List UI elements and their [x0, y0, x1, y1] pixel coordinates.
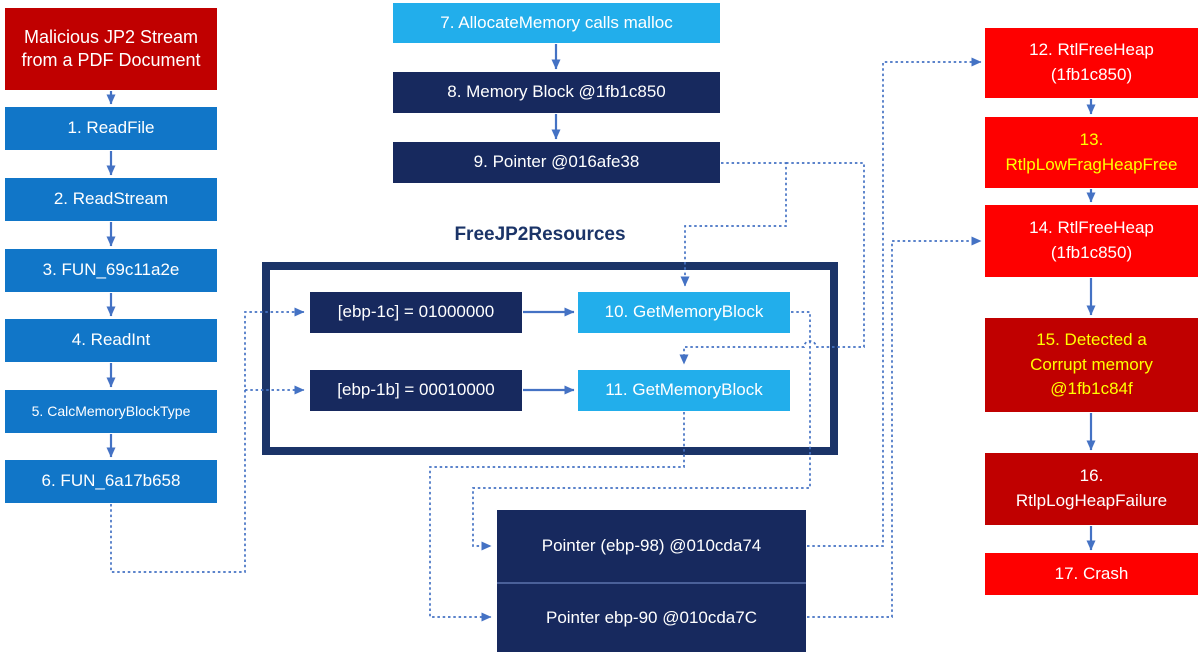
node-1-readfile: 1. ReadFile [5, 107, 217, 150]
node-pointer-ebp-90: Pointer ebp-90 @010cda7C [497, 582, 806, 652]
node-8-memory-block: 8. Memory Block @1fb1c850 [393, 72, 720, 113]
node-17-crash: 17. Crash [985, 553, 1198, 595]
node-2-readstream: 2. ReadStream [5, 178, 217, 221]
node-16-rtlplogheapfailure: 16. RtlpLogHeapFailure [985, 453, 1198, 525]
node-10-getmemoryblock: 10. GetMemoryBlock [578, 292, 790, 333]
node-13-rtlplowfragheapfree: 13. RtlpLowFragHeapFree [985, 117, 1198, 188]
node-14-rtlfreeheap: 14. RtlFreeHeap (1fb1c850) [985, 205, 1198, 277]
node-ebp-1b-value: [ebp-1b] = 00010000 [310, 370, 522, 411]
node-7-allocatememory: 7. AllocateMemory calls malloc [393, 3, 720, 43]
freejp2resources-frame [262, 262, 838, 455]
freejp2resources-label: FreeJP2Resources [454, 224, 626, 245]
node-3-fun-69c11a2e: 3. FUN_69c11a2e [5, 249, 217, 292]
node-ebp-1c-value: [ebp-1c] = 01000000 [310, 292, 522, 333]
node-malicious-jp2-source: Malicious JP2 Stream from a PDF Document [5, 8, 217, 90]
node-5-calcmemoryblocktype: 5. CalcMemoryBlockType [5, 390, 217, 433]
node-9-pointer: 9. Pointer @016afe38 [393, 142, 720, 183]
node-4-readint: 4. ReadInt [5, 319, 217, 362]
node-12-rtlfreeheap: 12. RtlFreeHeap (1fb1c850) [985, 28, 1198, 98]
node-6-fun-6a17b658: 6. FUN_6a17b658 [5, 460, 217, 503]
node-pointer-ebp-98: Pointer (ebp-98) @010cda74 [497, 510, 806, 582]
node-15-corrupt-memory: 15. Detected a Corrupt memory @1fb1c84f [985, 318, 1198, 412]
node-11-getmemoryblock: 11. GetMemoryBlock [578, 370, 790, 411]
